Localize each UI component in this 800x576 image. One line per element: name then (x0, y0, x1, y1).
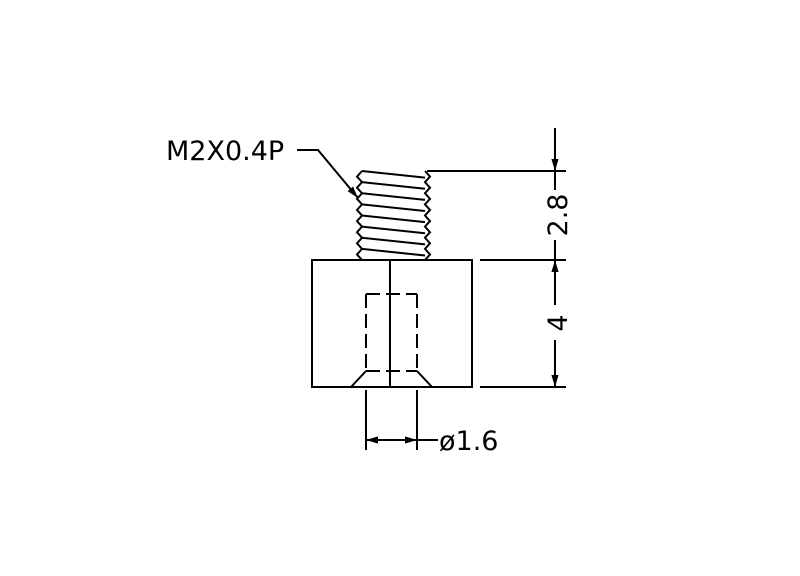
countersink-right (416, 370, 433, 388)
dim-hole-diameter: ø1.6 (439, 426, 498, 457)
thread-callout: M2X0.4P (166, 136, 284, 167)
hidden-hole (365, 293, 418, 372)
dim-thread-length: 2.8 (543, 194, 574, 237)
standoff-body (311, 259, 473, 388)
threaded-stud (355, 170, 432, 261)
callout-leader (297, 149, 359, 199)
dim-body-height: 4 (543, 314, 574, 331)
countersink-left (350, 370, 367, 388)
